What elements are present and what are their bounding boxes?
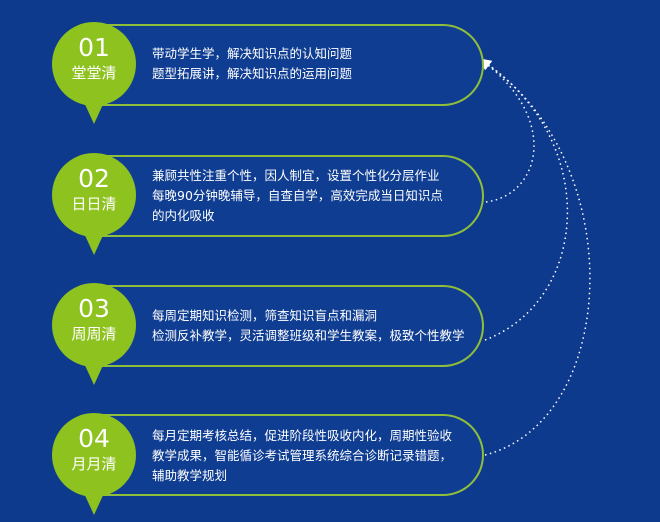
step-card-04 bbox=[98, 414, 484, 496]
step-description-01: 带动学生学，解决知识点的认知问题题型拓展讲，解决知识点的运用问题 bbox=[152, 46, 353, 81]
step-card-03 bbox=[98, 285, 484, 367]
step-card-02 bbox=[98, 155, 484, 237]
connector-02 bbox=[479, 58, 535, 203]
step-card-01 bbox=[98, 24, 484, 106]
connector-03 bbox=[483, 61, 569, 341]
step-description-04: 每月定期考核总结，促进阶段性吸收内化，周期性验收教学成果，智能循诊考试管理系统综… bbox=[152, 428, 453, 483]
step-description-03: 每周定期知识检测，筛查知识盲点和漏洞检测反补教学，灵活调整班级和学生教案，极致个… bbox=[152, 308, 465, 343]
step-description-02: 兼顾共性注重个性，因人制宜，设置个性化分层作业每晚90分钟晚辅导，自查自学，高效… bbox=[152, 168, 443, 223]
connector-04 bbox=[483, 61, 591, 456]
